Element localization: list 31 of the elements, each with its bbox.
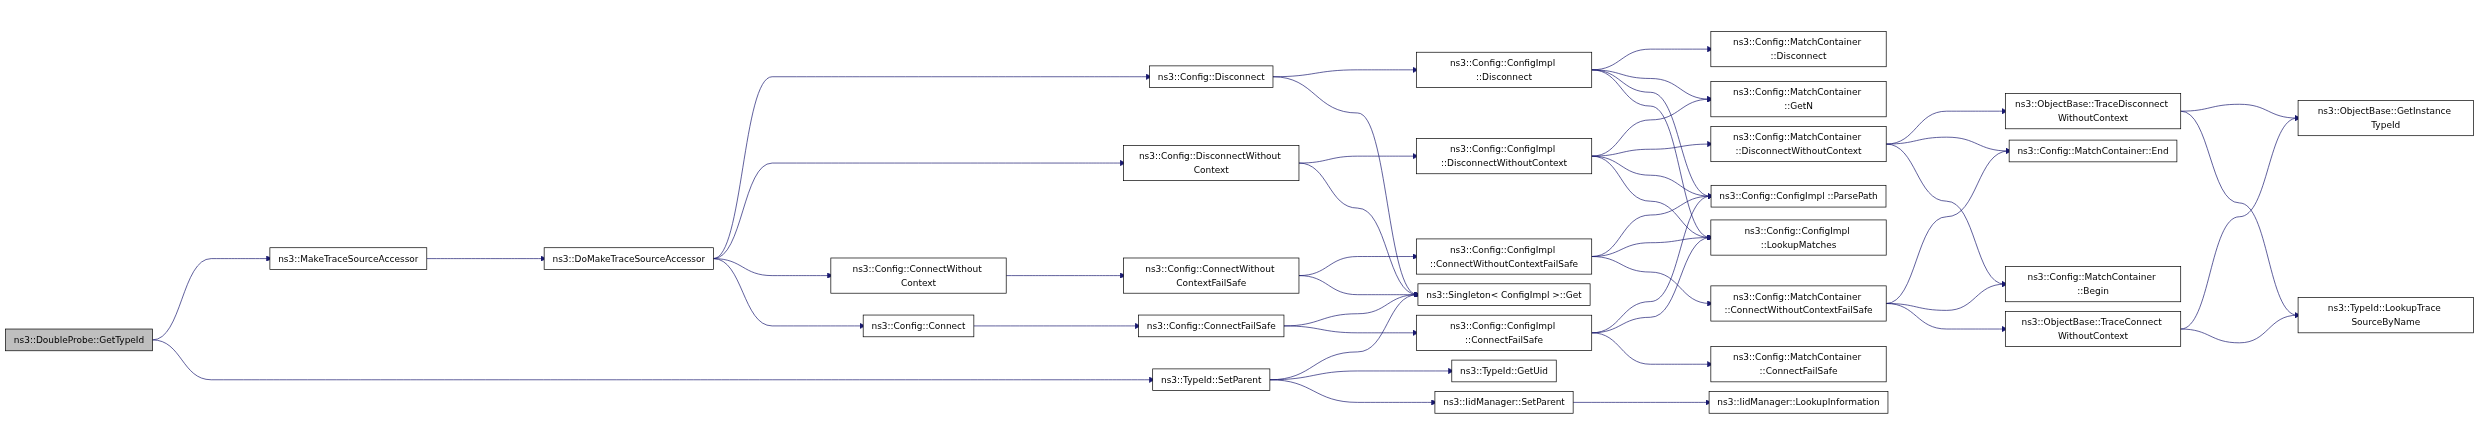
node-box: ns3::IidManager::SetParent	[1434, 390, 1574, 414]
node-box: ns3::Config::ConfigImpl ::ParsePath	[1710, 184, 1887, 208]
node-box: ns3::Config::ConfigImpl ::LookupMatches	[1710, 219, 1887, 256]
node-box: ns3::DoubleProbe::GetTypeId	[5, 328, 153, 351]
node-box: ns3::Config::Connect	[862, 314, 975, 337]
node-box: ns3::Config::MatchContainer ::DisconnectWithoutContext	[1710, 125, 1887, 162]
node-box: ns3::Config::ConfigImpl ::ConnectFailSafe	[1416, 314, 1593, 351]
node-box: ns3::Singleton< ConfigImpl >::Get	[1417, 283, 1591, 306]
node-box: ns3::TypeId::SetParent	[1152, 368, 1271, 391]
node-box: ns3::DoMakeTraceSourceAccessor	[543, 247, 714, 270]
node-box: ns3::ObjectBase::TraceDisconnect WithoutContext	[2005, 92, 2182, 129]
node-box: ns3::Config::ConnectFailSafe	[1138, 314, 1285, 337]
node-box: ns3::TypeId::LookupTrace SourceByName	[2297, 296, 2474, 333]
node-box: ns3::Config::ConfigImpl ::DisconnectWithoutContext	[1416, 137, 1593, 174]
node-box: ns3::Config::ConfigImpl ::Disconnect	[1416, 51, 1593, 88]
node-box: ns3::IidManager::LookupInformation	[1708, 390, 1889, 414]
node-box: ns3::ObjectBase::GetInstance TypeId	[2297, 99, 2474, 136]
node-box: ns3::TypeId::GetUid	[1451, 359, 1557, 382]
node-box: ns3::Config::ConnectWithout ContextFailSafe	[1123, 257, 1300, 294]
node-box: ns3::Config::MatchContainer ::Begin	[2005, 265, 2182, 302]
node-box: ns3::ObjectBase::TraceConnect WithoutContext	[2005, 310, 2182, 347]
node-box: ns3::Config::ConfigImpl ::ConnectWithoutContextFailSafe	[1416, 238, 1593, 275]
node-box: ns3::Config::Disconnect	[1149, 65, 1274, 88]
node-box: ns3::MakeTraceSourceAccessor	[269, 247, 428, 270]
node-box: ns3::Config::MatchContainer ::ConnectWithoutContextFailSafe	[1710, 285, 1887, 322]
node-box: ns3::Config::MatchContainer ::Disconnect	[1710, 30, 1887, 67]
node-box: ns3::Config::MatchContainer::End	[2008, 139, 2178, 162]
node-box: ns3::Config::MatchContainer ::GetN	[1710, 80, 1887, 117]
node-box: ns3::Config::DisconnectWithout Context	[1123, 144, 1300, 181]
node-box: ns3::Config::MatchContainer ::ConnectFailSafe	[1710, 345, 1887, 382]
node-box: ns3::Config::ConnectWithout Context	[830, 257, 1007, 294]
